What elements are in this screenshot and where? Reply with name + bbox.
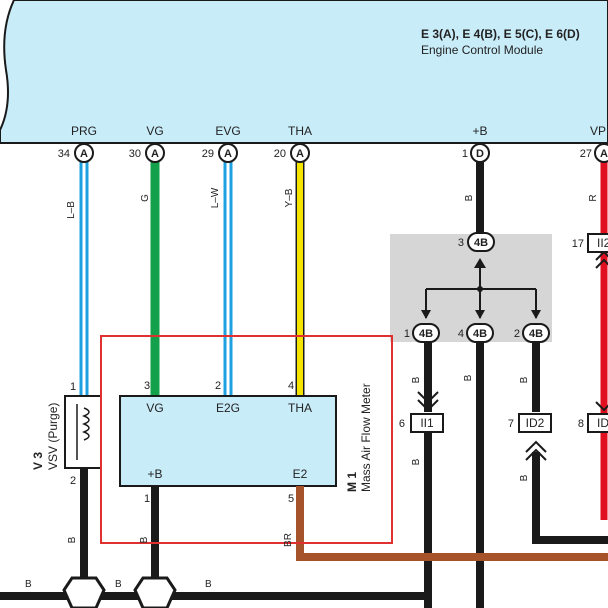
conn-id-label: ID bbox=[597, 416, 608, 430]
wire-code-id2-bottom: B bbox=[519, 474, 530, 481]
wire-prg bbox=[79, 162, 89, 396]
ecm-pin-conn-plus-b: D bbox=[476, 148, 484, 160]
ecm-pin-num-plus-b: 1 bbox=[462, 148, 468, 160]
wire-code-j-left: B bbox=[411, 376, 422, 383]
vsv-code: V 3 bbox=[31, 452, 45, 470]
splice-left bbox=[62, 576, 106, 608]
maf-terminal-plus-b: +B bbox=[147, 467, 162, 481]
wire-codes: L–B G L–W Y–B B R B B B B B B B BR bbox=[66, 187, 599, 547]
wire-maf-e2 bbox=[296, 486, 608, 561]
conn-ii1-num: 6 bbox=[399, 418, 405, 430]
wire-code-ground-c: B bbox=[205, 579, 212, 590]
conn-id-num: 8 bbox=[578, 418, 584, 430]
pin-label-tha: THA bbox=[288, 124, 312, 138]
wire-code-plus-b: B bbox=[464, 194, 475, 201]
conn-ii2-label: II2 bbox=[597, 236, 608, 250]
maf-pin-plus-b: 1 bbox=[144, 493, 150, 505]
maf-name: Mass Air Flow Meter bbox=[359, 383, 373, 492]
pin-label-plus-b: +B bbox=[472, 124, 487, 138]
pin-label-evg: EVG bbox=[215, 124, 240, 138]
ecm-pin-num-vpi: 27 bbox=[580, 148, 592, 160]
wire-code-vg: G bbox=[140, 194, 151, 202]
ecm-pin-conn-vg: A bbox=[151, 148, 159, 160]
vsv-name: VSV (Purge) bbox=[46, 403, 60, 470]
wire-code-ground-b: B bbox=[115, 579, 122, 590]
ecm-pin-conn-tha: A bbox=[296, 148, 304, 160]
wire-evg bbox=[223, 162, 233, 396]
maf-body bbox=[119, 395, 337, 487]
side-connectors bbox=[410, 233, 608, 433]
wire-code-j-mid: B bbox=[463, 374, 474, 381]
pin-label-vg: VG bbox=[146, 124, 163, 138]
ecm-body bbox=[0, 0, 608, 144]
ecm-pin-labels: PRG VG EVG THA +B VPI bbox=[71, 124, 608, 138]
junction-out-1-label: 4B bbox=[419, 328, 433, 340]
wire-code-j-right: B bbox=[519, 376, 530, 383]
maf-terminal-vg: VG bbox=[146, 401, 163, 415]
ecm-pin-conn-vpi: A bbox=[600, 148, 608, 160]
junction-pills bbox=[412, 232, 550, 343]
junction-out-3-label: 4B bbox=[529, 328, 543, 340]
ecm-pin-circles bbox=[74, 143, 608, 163]
vsv-pin-bottom: 2 bbox=[70, 475, 76, 487]
maf-pin-e2: 5 bbox=[288, 493, 294, 505]
conn-id2-label: ID2 bbox=[526, 416, 545, 430]
wire-code-vpi: R bbox=[588, 194, 599, 201]
vsv-pin-top: 1 bbox=[70, 381, 76, 393]
pin-label-prg: PRG bbox=[71, 124, 97, 138]
ecm-connectors: E 3(A), E 4(B), E 5(C), E 6(D) bbox=[421, 27, 580, 41]
wire-code-maf-e2: BR bbox=[283, 533, 294, 547]
wire-code-evg: L–W bbox=[210, 187, 221, 208]
maf-pin-vg: 3 bbox=[144, 380, 150, 392]
ecm-name: Engine Control Module bbox=[421, 43, 543, 57]
maf-code: M 1 bbox=[345, 472, 359, 492]
pin-label-vpi: VPI bbox=[590, 124, 608, 138]
wire-code-ground-a: B bbox=[25, 579, 32, 590]
junction-out-3-num: 2 bbox=[514, 328, 520, 340]
maf-terminal-e2: E2 bbox=[293, 467, 308, 481]
splice-right bbox=[133, 576, 177, 608]
vsv-component bbox=[64, 395, 102, 469]
wire-code-prg: L–B bbox=[66, 201, 77, 219]
wire-code-tha: Y–B bbox=[284, 188, 295, 207]
conn-ii2-num: 17 bbox=[572, 238, 584, 250]
ecm-pin-num-prg: 34 bbox=[58, 148, 70, 160]
ecm-pin-conn-prg: A bbox=[80, 148, 88, 160]
conn-id2-num: 7 bbox=[508, 418, 514, 430]
maf-terminal-e2g: E2G bbox=[216, 401, 240, 415]
junction-top-label: 4B bbox=[474, 237, 488, 249]
ecm-pin-num-vg: 30 bbox=[129, 148, 141, 160]
maf-terminal-tha: THA bbox=[288, 401, 312, 415]
highlight-box bbox=[100, 335, 393, 544]
conn-ii1-label: II1 bbox=[420, 416, 434, 430]
ecm-pin-conn-evg: A bbox=[224, 148, 232, 160]
ecm-pin-num-tha: 20 bbox=[274, 148, 286, 160]
ecm-pin-num-evg: 29 bbox=[202, 148, 214, 160]
maf-pin-e2g: 2 bbox=[215, 380, 221, 392]
junction-top-num: 3 bbox=[458, 237, 464, 249]
junction-out-2-num: 4 bbox=[458, 328, 464, 340]
wire-code-ii1-bottom: B bbox=[411, 458, 422, 465]
junction-out-1-num: 1 bbox=[404, 328, 410, 340]
wire-code-vsv-bottom: B bbox=[67, 536, 78, 543]
junction-out-2-label: 4B bbox=[473, 328, 487, 340]
wire-code-maf-plus-b: B bbox=[139, 536, 150, 543]
maf-pin-tha: 4 bbox=[288, 380, 294, 392]
